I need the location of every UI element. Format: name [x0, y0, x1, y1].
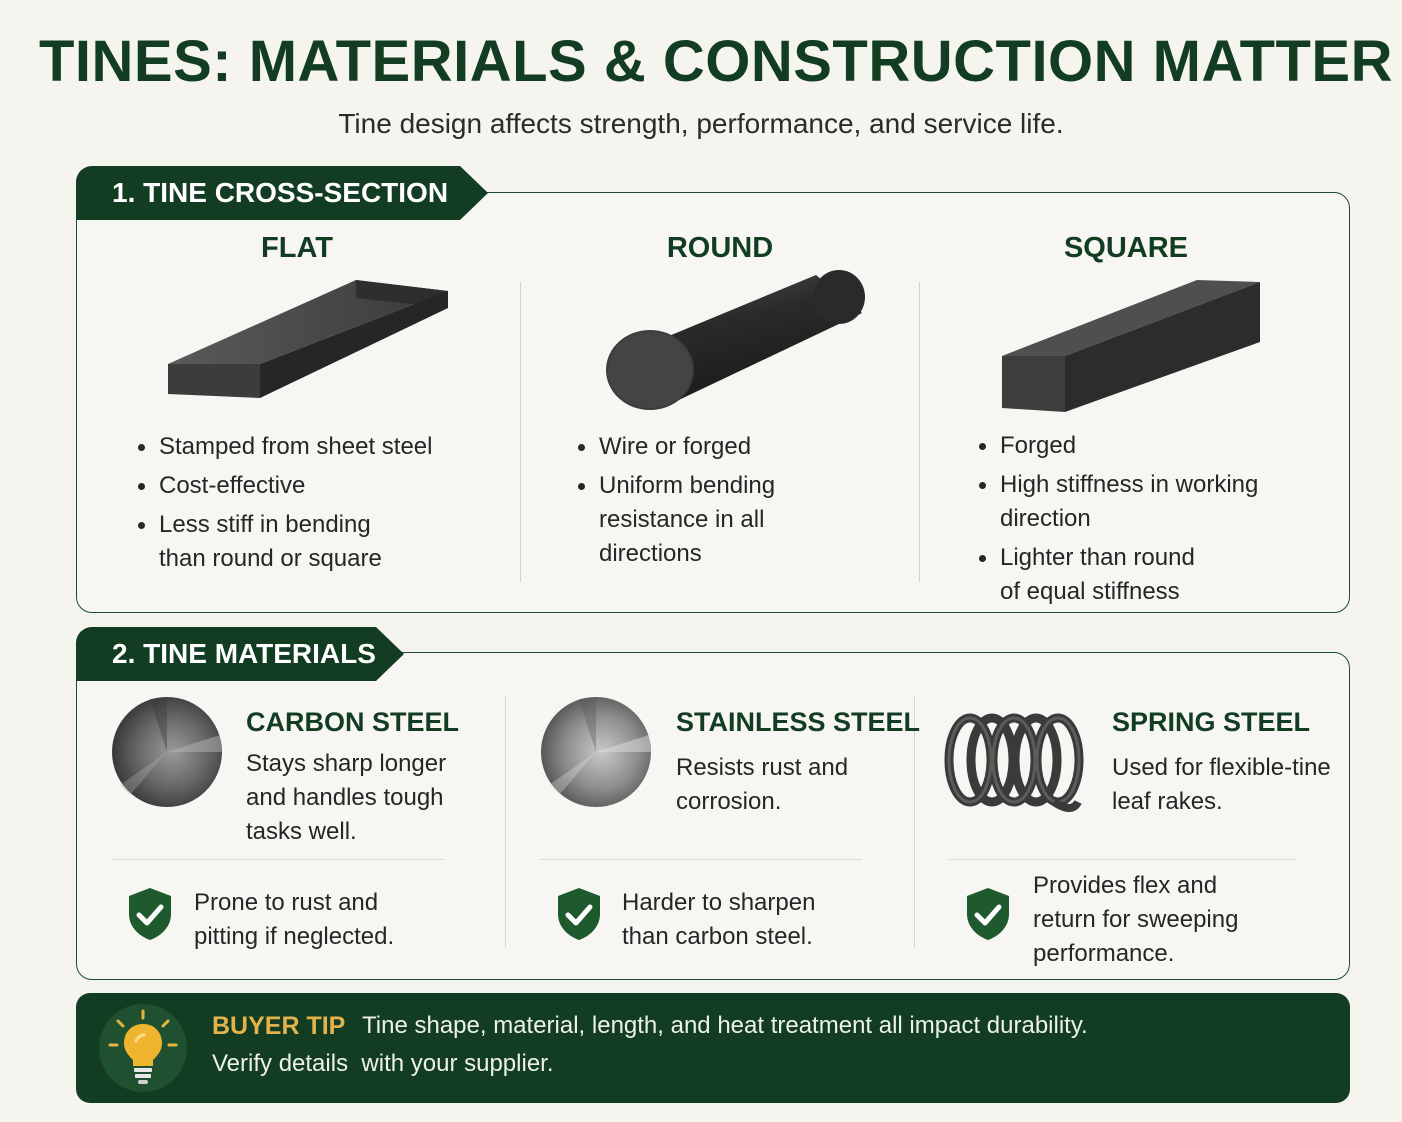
row-divider	[112, 859, 444, 860]
bullet-item: Uniform bending resistance in all direct…	[578, 469, 898, 571]
shield-check-icon	[558, 888, 600, 940]
spring-steel-description: Used for flexible-tine leaf rakes.	[1112, 754, 1331, 815]
bullet-item: Stamped from sheet steel	[138, 430, 478, 464]
flat-title: FLAT	[261, 232, 333, 264]
column-divider	[919, 282, 920, 582]
row-divider	[540, 859, 862, 860]
bullet-item: Forged	[979, 429, 1319, 463]
carbon-steel-description: Stays sharp longer and handles tough tas…	[246, 750, 447, 845]
cross-section-heading: 1. TINE CROSS-SECTION	[76, 166, 488, 220]
row-divider	[949, 859, 1296, 860]
spring-steel-title: SPRING STEEL	[1112, 707, 1311, 737]
page-title: TINES: MATERIALS & CONSTRUCTION MATTER	[39, 29, 1393, 94]
column-divider	[914, 696, 915, 948]
column-divider	[505, 696, 506, 948]
coil-spring-icon	[944, 713, 1084, 812]
round-title: ROUND	[666, 232, 774, 264]
buyer-tip-text-2: Verify details with your supplier.	[212, 1050, 554, 1077]
buyer-tip-text: Tine shape, material, length, and heat t…	[362, 1012, 1088, 1039]
lightbulb-icon	[99, 1004, 187, 1092]
bullet-item: Wire or forged	[578, 430, 898, 464]
square-bullets: Forged High stiffness in working directi…	[979, 429, 1319, 614]
carbon-steel-title: CARBON STEEL	[246, 707, 460, 737]
square-title: SQUARE	[1063, 232, 1189, 264]
carbon-steel-note: Prone to rust and pitting if neglected.	[194, 889, 395, 950]
shield-check-icon	[129, 888, 171, 940]
stainless-steel-description: Resists rust and corrosion.	[676, 754, 849, 815]
buyer-tip-label: BUYER TIP	[212, 1012, 346, 1040]
buyer-tip-bar	[76, 993, 1350, 1103]
flat-bullets: Stamped from sheet steel Cost-effective …	[138, 430, 478, 581]
column-divider	[520, 282, 521, 582]
cross-section-panel	[76, 192, 1350, 613]
bullet-item: Cost-effective	[138, 469, 478, 503]
round-bar-icon	[606, 270, 865, 410]
steel-disc-icon	[541, 697, 651, 807]
bullet-item: High stiffness in working direction	[979, 468, 1319, 536]
bullet-item: Less stiff in bending than round or squa…	[138, 508, 478, 576]
steel-disc-icon	[112, 697, 222, 807]
spring-steel-note: Provides flex and return for sweeping pe…	[1033, 872, 1239, 967]
round-bullets: Wire or forged Uniform bending resistanc…	[578, 430, 898, 576]
shield-check-icon	[967, 888, 1009, 940]
stainless-steel-note: Harder to sharpen than carbon steel.	[622, 889, 816, 950]
bullet-item: Lighter than round of equal stiffness	[979, 541, 1319, 609]
stainless-steel-title: STAINLESS STEEL	[676, 707, 921, 737]
materials-panel	[76, 652, 1350, 980]
materials-heading: 2. TINE MATERIALS	[76, 627, 404, 681]
square-bar-icon	[1002, 280, 1260, 412]
page-subtitle: Tine design affects strength, performanc…	[338, 108, 1064, 139]
flat-bar-icon	[168, 280, 448, 398]
